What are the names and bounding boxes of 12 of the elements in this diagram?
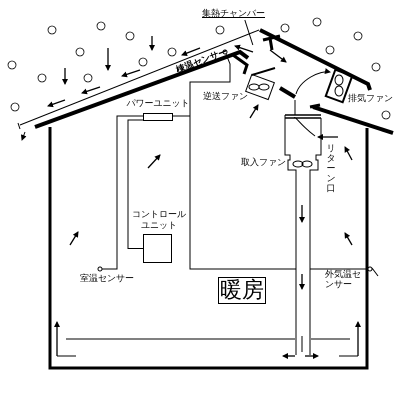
return-label: リターン口 [326,144,336,194]
unit-label: コントロールユニット [131,210,187,232]
callout-label: 集熱チャンバー [202,9,265,20]
unit-label: パワーユニット [126,99,190,110]
sensor-label: 室温センサー [80,274,134,285]
fan-label: 逆送ファン [203,92,248,103]
sensor-label: 外気温センサー [325,270,362,290]
wire [128,120,144,249]
heating-label-box: 暖房 [218,277,266,304]
leader-line [244,20,254,46]
fan-label: 取入ファン [241,158,286,169]
fan-label: 排気ファン [348,94,393,105]
